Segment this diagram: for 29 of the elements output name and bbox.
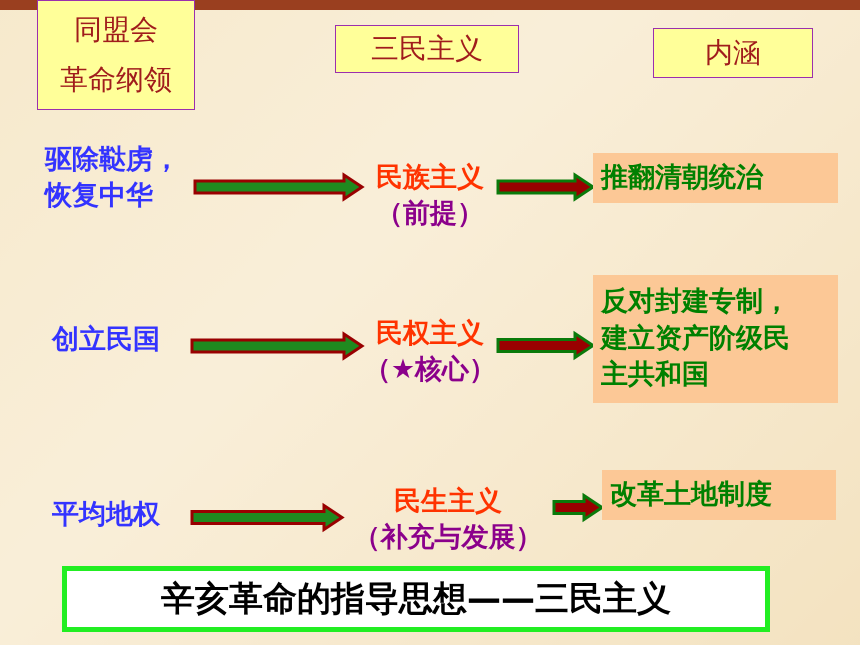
- content-box: [602, 470, 836, 520]
- principle-name: 民族主义: [376, 160, 484, 195]
- header-box: [653, 28, 813, 78]
- principle-name: 民权主义: [376, 316, 484, 351]
- content-text: 推翻清朝统治: [601, 160, 763, 195]
- content-box: [593, 153, 838, 203]
- header-text: 内涵: [705, 35, 761, 72]
- content-text: 反对封建专制，建立资产阶级民主共和国: [601, 285, 791, 392]
- block-arrow: [190, 502, 345, 532]
- principle-name: 民生主义: [394, 484, 502, 519]
- title-banner: 辛亥革命的指导思想——三民主义: [62, 566, 770, 632]
- header-text: 同盟会: [74, 12, 158, 48]
- principle-role: （★核心）: [364, 353, 496, 387]
- block-arrow: [552, 492, 605, 522]
- header-text: 革命纲领: [60, 62, 172, 98]
- program-text: 驱除鞑虏，恢复中华: [45, 142, 181, 213]
- block-arrow: [194, 172, 365, 202]
- principle-role: （补充与发展）: [354, 521, 542, 555]
- header-box: [37, 0, 195, 110]
- principle-role: （前提）: [376, 197, 484, 231]
- header-box: [335, 25, 519, 73]
- content-box: [593, 275, 838, 403]
- block-arrow: [496, 172, 596, 202]
- program-text: 平均地权: [52, 498, 160, 532]
- header-text: 三民主义: [371, 31, 483, 68]
- block-arrow: [190, 331, 365, 361]
- block-arrow: [496, 330, 596, 360]
- program-text: 创立民国: [52, 322, 160, 357]
- content-text: 改革土地制度: [610, 478, 772, 512]
